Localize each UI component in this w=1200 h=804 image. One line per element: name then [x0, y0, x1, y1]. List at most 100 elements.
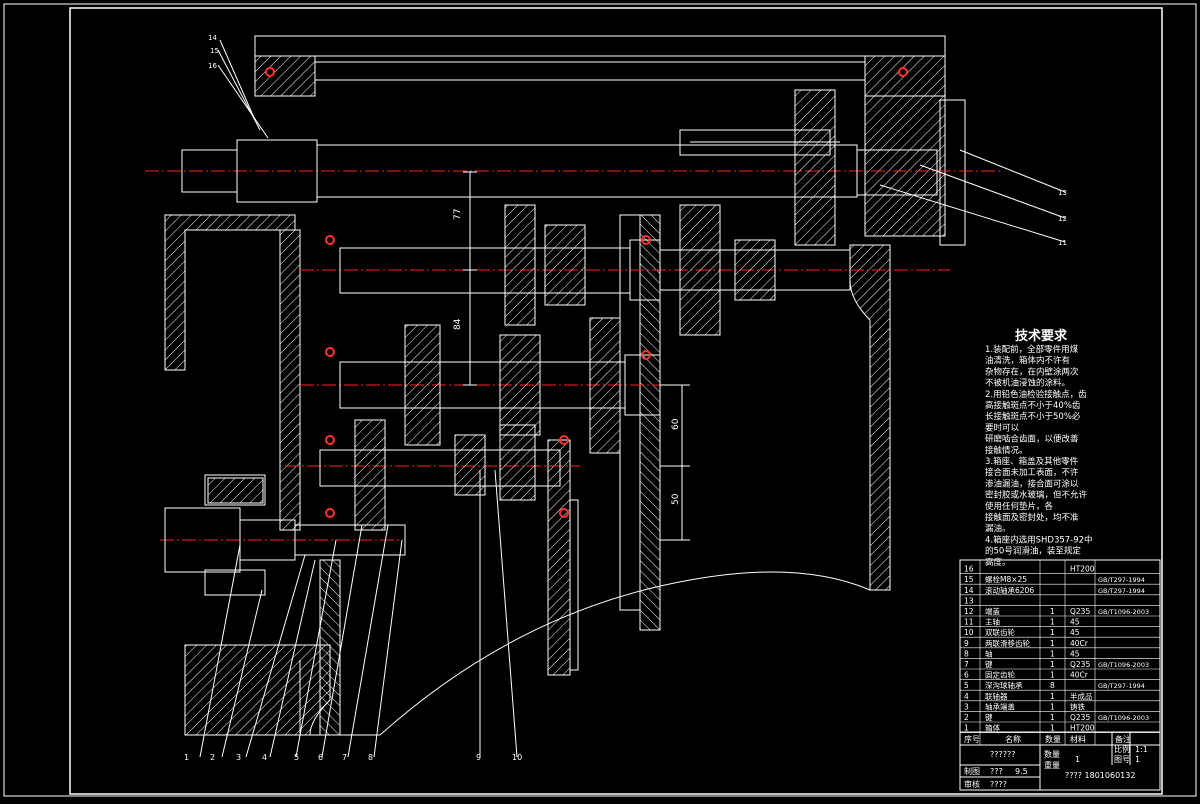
bom-cell-qty: 8: [1050, 681, 1055, 690]
bom-cell-material: 半成品: [1070, 691, 1093, 701]
tech-req-line: 1.装配前，全部零件用煤: [985, 344, 1079, 355]
drafter-name: ???: [990, 767, 1003, 776]
balloon-10: 10: [512, 753, 522, 762]
bom-cell-qty: 1: [1050, 702, 1055, 711]
bom-cell-name: 两联滑移齿轮: [985, 638, 1030, 648]
bom-cell-no: 1: [964, 724, 969, 733]
tech-req-line: 不被机油浸蚀的涂料。: [985, 378, 1070, 389]
balloon-labels-bottom: 1 2 3 4 5 6 7 8 9 10: [184, 753, 522, 762]
bom-cell-no: 12: [964, 607, 974, 616]
bom-cell-name: 键: [985, 712, 993, 722]
tech-req-line: 高接触斑点不小于40%齿: [985, 400, 1081, 411]
tech-req-title: 技术要求: [1015, 328, 1068, 344]
sheet-outer-border: [3, 3, 1197, 797]
bom-cell-qty: 1: [1050, 713, 1055, 722]
bom-cell-qty: 1: [1050, 649, 1055, 658]
tech-req-line: 密封胶或水玻璃，但不允许: [985, 490, 1088, 501]
bom-cell-qty: 1: [1050, 724, 1055, 733]
school-code: ???? 1801060132: [1065, 771, 1135, 780]
bom-cell-name: 联轴器: [985, 691, 1008, 701]
bom-cell-material: 45: [1070, 628, 1080, 637]
balloon-13: 13: [1058, 189, 1067, 197]
tech-req-line: 油清洗，箱体内不许有: [985, 355, 1070, 366]
bom-header-qty: 数量: [1045, 734, 1061, 744]
bom-cell-no: 7: [964, 660, 969, 669]
tech-req-line: 的50号润滑油，装至规定: [985, 546, 1081, 557]
bom-header-name: 名称: [1005, 734, 1021, 744]
bom-cell-qty: 1: [1050, 607, 1055, 616]
balloon-16: 16: [208, 62, 217, 70]
tech-req-line: 使用任何垫片，各: [985, 501, 1054, 512]
drafter-label: 制图: [964, 766, 980, 776]
balloon-8: 8: [368, 753, 373, 762]
balloon-12: 12: [1058, 215, 1067, 223]
dim-60: 60: [671, 418, 681, 430]
bom-cell-no: 11: [964, 618, 974, 627]
bom-cell-name: 深沟球轴承: [985, 680, 1023, 690]
sheet-inner-border: [69, 7, 1163, 795]
dimension-texts: 77 84 60 50: [453, 209, 681, 505]
bom-cell-std: GB/T297-1994: [1098, 682, 1145, 690]
sheet-label: 图号: [1114, 755, 1130, 764]
balloon-5: 5: [294, 753, 299, 762]
bom-cell-std: GB/T1096-2003: [1098, 661, 1149, 669]
tech-req-line: 3.箱座、箱盖及其他零件: [985, 456, 1079, 467]
bom-cell-name: 滚动轴承6206: [985, 585, 1034, 595]
scale-label: 比例: [1114, 744, 1130, 754]
bom-cell-name: 端盖: [985, 606, 1000, 616]
tech-req-lines: 1.装配前，全部零件用煤油清洗，箱体内不许有杂物存在，在内壁涂两次不被机油浸蚀的…: [985, 344, 1093, 568]
checker-label: 审核: [964, 779, 980, 789]
bom-header-material: 材料: [1070, 734, 1086, 744]
scale-value: 1:1: [1135, 745, 1148, 754]
tech-req-line: 接触情况。: [985, 445, 1028, 456]
bom-cell-name: 螺栓M8×25: [985, 574, 1027, 584]
bom-cell-no: 8: [964, 649, 969, 658]
bom-cell-qty: 1: [1050, 660, 1055, 669]
bom-cell-no: 4: [964, 692, 969, 701]
bom-cell-no: 6: [964, 671, 969, 680]
bom-cell-name: 键: [985, 659, 993, 669]
balloon-15: 15: [210, 47, 219, 55]
bom-cell-material: Q235: [1070, 607, 1090, 616]
bom-cell-qty: 1: [1050, 618, 1055, 627]
bom-cell-no: 10: [964, 628, 974, 637]
bom-cell-std: GB/T297-1994: [1098, 576, 1145, 584]
balloon-4: 4: [262, 753, 267, 762]
gearbox-housing: [164, 35, 966, 736]
bom-header-note: 备注: [1115, 734, 1131, 744]
dim-77: 77: [453, 209, 463, 220]
balloon-6: 6: [318, 753, 323, 762]
bom-cell-material: 45: [1070, 618, 1080, 627]
bom-cell-name: 固定齿轮: [985, 670, 1015, 680]
bom-header-no: 序号: [964, 734, 980, 744]
bom-cell-no: 3: [964, 702, 969, 711]
bom-cell-material: Q235: [1070, 713, 1090, 722]
sheet-value: 1: [1135, 755, 1140, 764]
bearing-markers: [265, 67, 908, 518]
bom-cell-no: 5: [964, 681, 969, 690]
qty-value: 1: [1075, 755, 1080, 764]
shafts: [164, 129, 938, 596]
tech-req-line: 杂物存在，在内壁涂两次: [985, 366, 1079, 377]
bom-cell-no: 14: [964, 586, 974, 595]
bom-cell-std: GB/T297-1994: [1098, 587, 1145, 595]
bom-cell-name: 双联齿轮: [985, 627, 1015, 637]
tech-req-line: 研磨啮合齿面，以便改善: [985, 434, 1079, 445]
technical-requirements: 技术要求 1.装配前，全部零件用煤油清洗，箱体内不许有杂物存在，在内壁涂两次不被…: [985, 328, 1093, 568]
bom-cell-qty: 1: [1050, 692, 1055, 701]
bom-cell-no: 16: [964, 565, 974, 574]
bom-cell-qty: 1: [1050, 628, 1055, 637]
balloon-2: 2: [210, 753, 215, 762]
gears: [207, 89, 836, 531]
tech-req-line: 2.用铅色油检验接触点，齿: [985, 389, 1087, 400]
tech-req-line: 要时可以: [985, 422, 1020, 433]
bom-cell-material: 45: [1070, 649, 1080, 658]
balloon-9: 9: [476, 753, 481, 762]
balloon-labels-top-left: 14 15 16: [208, 34, 219, 70]
bom-cell-qty: 1: [1050, 639, 1055, 648]
bom-cell-no: 2: [964, 713, 969, 722]
bom-cell-material: HT200: [1070, 565, 1095, 574]
bom-cell-std: GB/T1096-2003: [1098, 714, 1149, 722]
